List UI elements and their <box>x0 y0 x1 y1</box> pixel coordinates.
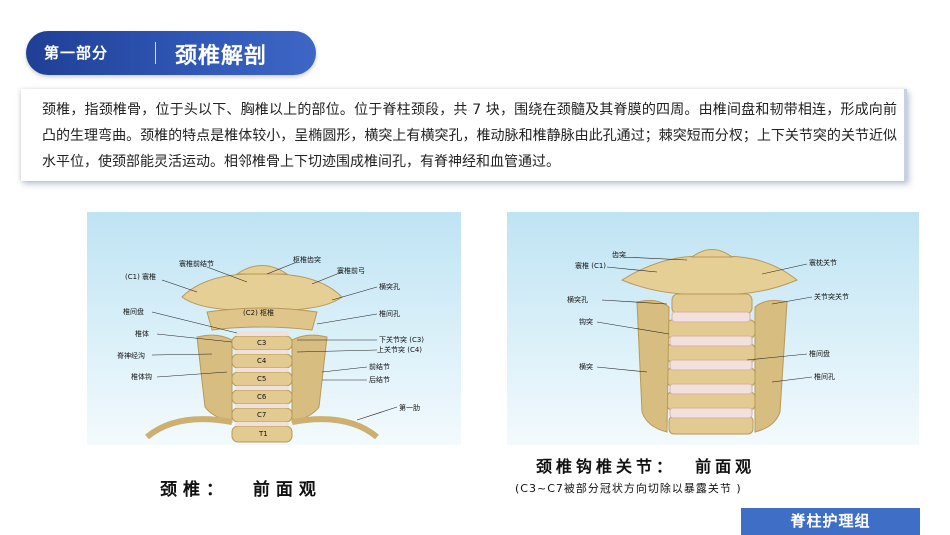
title-divider <box>155 42 156 64</box>
label-anterior-arch-atlas: 寰椎前弓 <box>337 267 365 275</box>
label-superior-articular: 上关节突 (C4) <box>377 346 423 354</box>
label-facet-joint: 关节突关节 <box>814 293 849 301</box>
label-transverse-foramen: 横突孔 <box>379 283 400 291</box>
right-figure-subcaption: (C3~C7被部分冠状方向切除以暴露关节 ) <box>515 482 742 495</box>
right-figure-caption: 颈椎钩椎关节： 前面观 <box>536 457 756 476</box>
label-c1-atlas: (C1) 寰椎 <box>125 273 157 281</box>
label-inferior-articular: 下关节突 (C3) <box>379 336 425 344</box>
cervical-spine-front-figure: 寰椎前结节 枢椎齿突 寰椎前弓 (C1) 寰椎 横突孔 椎间盘 (C2) 枢椎 … <box>87 212 461 445</box>
label-dens-right: 齿突 <box>612 251 626 259</box>
section-title: 颈椎解剖 <box>175 44 268 69</box>
label-intervertebral-disc: 椎间盘 <box>123 308 144 316</box>
label-c4: C4 <box>257 357 267 365</box>
label-atlanto-occipital: 寰枕关节 <box>809 259 837 267</box>
label-first-rib: 第一肋 <box>399 404 420 412</box>
label-anterior-tubercle-atlas: 寰椎前结节 <box>179 260 214 268</box>
uncovertebral-joint-figure: 齿突 寰椎 (C1) 寰枕关节 横突孔 关节突关节 钩突 椎间盘 横突 椎间孔 <box>507 212 919 445</box>
label-c6: C6 <box>257 393 267 401</box>
label-intervertebral-disc-right: 椎间盘 <box>809 350 830 358</box>
section-title-pill: 第一部分 颈椎解剖 <box>26 31 316 75</box>
description-card: 颈椎，指颈椎骨，位于头以下、胸椎以上的部位。位于脊柱颈段，共 7 块，围绕在颈髓… <box>21 89 907 181</box>
label-c3: C3 <box>257 339 267 347</box>
uncovertebral-illustration <box>596 249 813 435</box>
label-vertebral-body: 椎体 <box>135 330 149 338</box>
label-uncinate: 椎体钩 <box>131 373 152 381</box>
label-c2-axis: (C2) 枢椎 <box>243 309 275 317</box>
label-posterior-tubercle: 后结节 <box>369 376 390 384</box>
label-dens: 枢椎齿突 <box>293 256 321 264</box>
label-transverse-foramen-right: 横突孔 <box>567 296 588 304</box>
description-text: 颈椎，指颈椎骨，位于头以下、胸椎以上的部位。位于脊柱颈段，共 7 块，围绕在颈髓… <box>42 102 897 170</box>
label-c5: C5 <box>257 375 267 383</box>
label-t1: T1 <box>259 430 268 438</box>
label-c1-atlas-right: 寰椎 (C1) <box>575 262 607 270</box>
cervical-spine-illustration <box>145 261 398 443</box>
label-intervertebral-foramen: 椎间孔 <box>379 310 400 318</box>
label-intervertebral-foramen-right: 椎间孔 <box>814 373 835 381</box>
section-part-label: 第一部分 <box>44 44 109 62</box>
left-figure-caption: 颈椎： 前面观 <box>160 480 322 500</box>
label-spinal-nerve-groove: 脊神经沟 <box>117 352 145 360</box>
label-anterior-tubercle: 前结节 <box>369 363 390 371</box>
label-c7: C7 <box>257 411 267 419</box>
label-transverse-process-right: 横突 <box>579 363 593 371</box>
footer-team-badge: 脊柱护理组 <box>741 508 920 535</box>
label-uncinate-right: 钩突 <box>579 318 593 326</box>
